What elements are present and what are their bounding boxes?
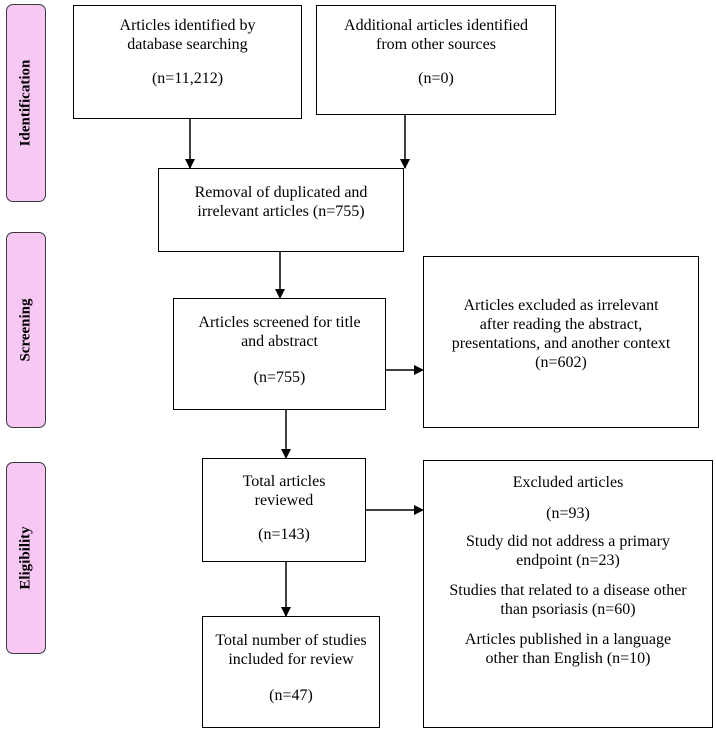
phase-tab-eligibility: Eligibility [6, 462, 46, 654]
excluded-screen-count: (n=602) [535, 354, 587, 371]
excluded-review-title: Excluded articles [512, 474, 624, 491]
included-line1: Total number of studies [215, 632, 367, 649]
other-count: (n=0) [418, 70, 454, 87]
exclusion-reason-other-disease-line1: Studies that related to a disease other [449, 582, 687, 599]
exclusion-reason-other-disease-line2: than psoriasis (n=60) [500, 601, 636, 618]
phase-tab-identification: Identification [6, 4, 46, 202]
duplicates-line2: irrelevant articles (n=755) [197, 203, 365, 220]
database-count: (n=11,212) [151, 70, 224, 87]
excluded-screen-line2: after reading the abstract, [479, 316, 643, 333]
exclusion-reason-primary-endpoint-line2: endpoint (n=23) [516, 552, 620, 569]
box-excluded-review: Excluded articles (n=93) Study did not a… [423, 460, 713, 728]
box-reviewed: Total articles reviewed (n=143) [202, 458, 366, 562]
database-line2: database searching [127, 36, 248, 53]
exclusion-reason-language-line1: Articles published in a language [464, 631, 672, 648]
exclusion-reason-language-line2: other than English (n=10) [485, 650, 651, 667]
other-line1: Additional articles identified [344, 17, 528, 34]
screened-count: (n=755) [253, 369, 306, 386]
excluded-screen-line3: presentations, and another context [451, 335, 671, 352]
screened-line2: and abstract [241, 333, 318, 350]
box-included: Total number of studies included for rev… [202, 616, 380, 728]
excluded-screen-line1: Articles excluded as irrelevant [463, 297, 659, 314]
box-duplicates-removed: Removal of duplicated and irrelevant art… [158, 168, 404, 252]
exclusion-reason-primary-endpoint-line1: Study did not address a primary [466, 533, 670, 550]
database-line1: Articles identified by [119, 17, 256, 34]
box-database-search: Articles identified by database searchin… [73, 5, 302, 119]
excluded-review-count: (n=93) [546, 505, 590, 522]
screened-line1: Articles screened for title [198, 314, 361, 331]
other-line2: from other sources [376, 36, 496, 53]
reviewed-count: (n=143) [258, 526, 310, 543]
box-other-sources: Additional articles identified from othe… [316, 5, 556, 115]
box-excluded-screening: Articles excluded as irrelevant after re… [423, 256, 699, 428]
duplicates-line1: Removal of duplicated and [194, 184, 368, 201]
reviewed-line1: Total articles [242, 473, 326, 490]
included-count: (n=47) [269, 687, 313, 704]
reviewed-line2: reviewed [254, 492, 314, 509]
box-screened: Articles screened for title and abstract… [173, 298, 386, 410]
included-line2: included for review [228, 651, 354, 668]
phase-tab-screening: Screening [6, 232, 46, 428]
